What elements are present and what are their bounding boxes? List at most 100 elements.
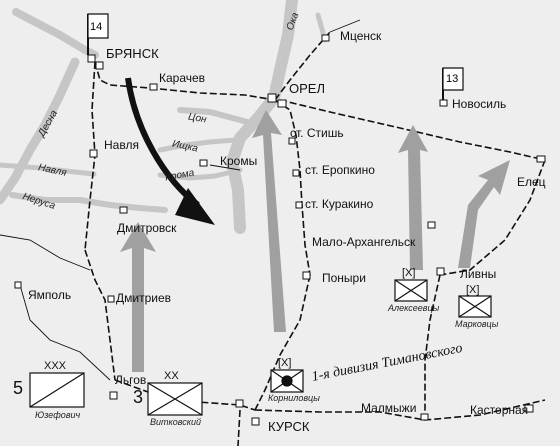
city-karachev: Карачев — [159, 71, 206, 85]
road-kromy — [209, 164, 241, 171]
rail-orel-mtsensk — [274, 31, 331, 101]
station-symbols — [14, 34, 546, 426]
navlya-river — [0, 162, 97, 177]
station-stishch — [288, 137, 296, 145]
rail-livny-south — [424, 274, 441, 420]
city-dmitrovsk: Дмитровск — [117, 221, 177, 235]
city-orel: ОРЕЛ — [289, 81, 325, 96]
station-navlya — [89, 149, 98, 158]
station-yampol — [14, 281, 22, 289]
nerussa-river — [9, 192, 168, 213]
city-mtsensk: Мценск — [340, 29, 382, 43]
road-yampol-lgov — [19, 284, 111, 381]
unit-yuzefovich-echelon: XXX — [44, 360, 67, 372]
unit-kornilovtsy-symbol — [270, 369, 304, 393]
station-maloarkhangelsk — [427, 221, 436, 229]
city-yampol: Ямполь — [28, 288, 72, 302]
city-elets: Елец — [517, 175, 546, 189]
road-yampol — [0, 234, 91, 271]
rail-bryansk-orel — [94, 61, 276, 101]
station-kromy — [199, 159, 208, 167]
arrow-elets — [458, 160, 510, 268]
city-lgov: Льгов — [115, 373, 147, 387]
unit-alekseevtsy-caption: Алексеевцы — [388, 303, 440, 313]
city-novosil: Новосиль — [452, 97, 507, 111]
unit-alekseevtsy-symbol — [394, 279, 428, 302]
station-kursk-2 — [251, 417, 260, 426]
station-kastornaya — [524, 404, 534, 413]
tson-river — [177, 107, 261, 128]
city-dmitriev: Дмитриев — [116, 291, 172, 305]
city-kromy: Кромы — [220, 154, 258, 168]
station-dmitriev — [107, 295, 115, 303]
station-elets — [536, 155, 546, 163]
unit-vitkovsky-echelon: XX — [164, 370, 179, 382]
station-orel-2 — [277, 99, 287, 108]
unit-yuzefovich-symbol — [29, 372, 85, 408]
rail-orel-elets — [279, 99, 546, 161]
city-kastornaya: Касторная — [470, 403, 529, 417]
city-malmyzhi: Малмыжи — [361, 401, 417, 415]
unit-symbols — [29, 279, 492, 416]
unit-vitkovsky-symbol — [147, 382, 203, 416]
desna-river — [0, 57, 80, 205]
oka-river — [226, 0, 298, 234]
arrow-orel — [252, 110, 286, 332]
city-maloarkhangelsk: Мало-Архангельск — [312, 235, 416, 249]
unit-markovtsy-caption: Марковцы — [455, 319, 499, 329]
unit-markovtsy-echelon: [X] — [466, 284, 480, 296]
rail-kursk-south — [237, 409, 241, 446]
ishchka-river — [157, 137, 238, 153]
attack-arrows — [120, 110, 510, 372]
flag-13-number: 13 — [446, 73, 458, 85]
station-ponyri — [302, 271, 311, 280]
station-dmitrovsk — [119, 206, 128, 214]
station-bryansk-2 — [95, 61, 104, 70]
unit-yuzefovich-number: 5 — [13, 378, 24, 398]
rail-to-lgov — [84, 249, 116, 381]
rivers — [0, 0, 328, 234]
rail-lgov-kursk — [114, 379, 256, 411]
arrow-novosil — [398, 125, 428, 270]
rail-kursk-kastornaya — [254, 399, 546, 421]
city-navlya: Навля — [104, 138, 139, 152]
arrow-dmitrovsk — [120, 222, 156, 372]
city-ponyri: Поныри — [322, 271, 366, 285]
city-livny: Ливны — [460, 267, 497, 281]
rail-orel-ponyri — [274, 99, 311, 276]
road-mtsensk — [329, 19, 361, 33]
station-label-kurakino: ст. Куракино — [305, 197, 374, 211]
station-malmyzhi — [420, 413, 429, 421]
city-kursk: КУРСК — [268, 419, 310, 434]
flag-14-number: 14 — [90, 21, 102, 33]
counterattack-arrow-head — [175, 188, 215, 225]
rail-ponyri-kursk — [254, 274, 311, 411]
unit-kornilovtsy-echelon: [X] — [278, 357, 292, 369]
station-eropkino — [292, 169, 300, 177]
rail-elets-livny — [439, 159, 546, 276]
kroma-river — [157, 167, 243, 181]
flag-13th-army: 13 — [442, 67, 464, 100]
station-bryansk — [87, 54, 96, 63]
station-label-stishch: ст. Стишь — [290, 126, 344, 140]
station-mtsensk — [321, 34, 330, 42]
flag-14th-army: 14 — [87, 13, 109, 55]
station-lgov — [109, 391, 118, 400]
station-kurakino — [295, 201, 303, 209]
station-novosil — [439, 99, 448, 107]
station-karachev — [149, 83, 158, 91]
station-livny — [436, 267, 445, 276]
station-orel — [267, 93, 277, 103]
unit-vitkovsky-number: 3 — [133, 387, 144, 407]
unit-markovtsy-symbol — [458, 295, 492, 318]
station-kursk — [235, 399, 244, 408]
unit-vitkovsky-caption: Витковский — [150, 417, 202, 427]
unit-alekseevtsy-echelon: [X] — [402, 267, 416, 279]
station-label-eropkino: ст. Еропкино — [305, 163, 375, 177]
desna-upper — [12, 8, 99, 59]
unit-kornilovtsy-caption: Корниловцы — [268, 393, 320, 403]
railways — [84, 31, 546, 446]
city-bryansk: БРЯНСК — [106, 46, 159, 61]
